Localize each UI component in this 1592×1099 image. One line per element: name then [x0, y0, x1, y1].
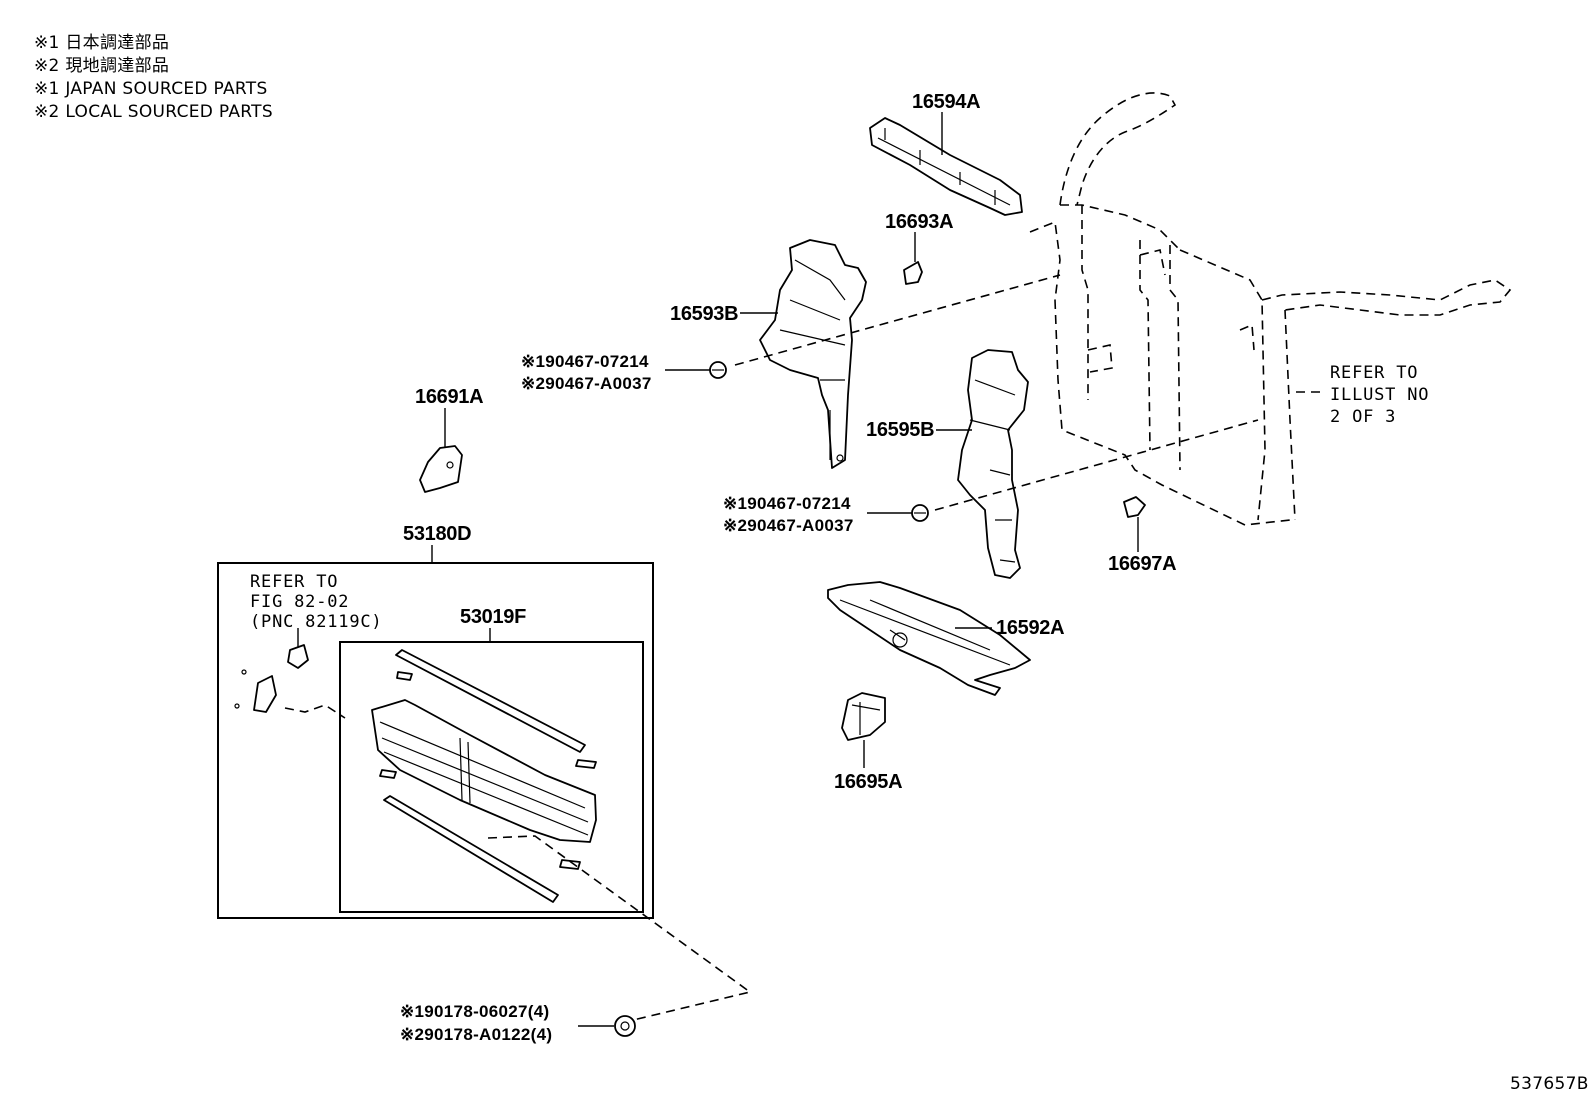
nut-leader — [487, 835, 752, 1023]
part-16593B-side-guide: 16593B — [670, 239, 867, 469]
part-16594A-upper-guide: 16594A — [869, 91, 1023, 216]
label-53180D: 53180D — [403, 523, 471, 545]
label-16695A: 16695A — [834, 771, 902, 793]
grille-leader — [284, 704, 346, 719]
refer-illust-line-3: 2 OF 3 — [1330, 407, 1396, 427]
legend-line-1: ※1 日本調達部品 — [34, 33, 169, 53]
label-16592A: 16592A — [996, 617, 1064, 639]
refer-fig-note: REFER TO FIG 82-02 (PNC 82119C) — [250, 572, 382, 632]
label-16693A: 16693A — [885, 211, 953, 233]
refer-illust-line-1: REFER TO — [1330, 363, 1418, 383]
fastener-bottom-1: ※190178-06027(4) — [400, 1002, 549, 1021]
label-16595B: 16595B — [866, 419, 934, 441]
part-16691A-bracket: 16691A — [415, 386, 484, 493]
screw-leader-upper — [734, 274, 1061, 366]
emblem-clip — [234, 644, 309, 713]
refer-illust-line-2: ILLUST NO — [1330, 385, 1429, 405]
part-16695A-bracket: 16695A — [834, 692, 903, 793]
legend-line-2: ※2 現地調達部品 — [34, 56, 169, 76]
screw-leader-lower — [934, 419, 1259, 511]
part-16592A-lower-guide: 16592A — [827, 581, 1065, 696]
figure-id: 537657B — [1510, 1074, 1589, 1094]
screw-lower-icon: ※190467-07214 ※290467-A0037 — [723, 494, 929, 535]
refer-fig-line-3: (PNC 82119C) — [250, 612, 382, 632]
legend: ※1 日本調達部品 ※2 現地調達部品 ※1 JAPAN SOURCED PAR… — [34, 33, 273, 122]
part-16595B-side-guide: 16595B — [866, 349, 1029, 579]
legend-line-4: ※2 LOCAL SOURCED PARTS — [34, 102, 273, 122]
part-16697A-clip: 16697A — [1108, 496, 1177, 575]
refer-illust-note: REFER TO ILLUST NO 2 OF 3 — [1330, 363, 1429, 427]
refer-fig-line-1: REFER TO — [250, 572, 338, 592]
label-16691A: 16691A — [415, 386, 483, 408]
radiator-support-frame — [1029, 92, 1512, 526]
part-53019F-shutter — [371, 649, 597, 903]
legend-line-3: ※1 JAPAN SOURCED PARTS — [34, 79, 268, 99]
nut-icon: ※190178-06027(4) ※290178-A0122(4) — [400, 1002, 636, 1044]
label-16697A: 16697A — [1108, 553, 1176, 575]
assembly-53019F-box — [339, 641, 644, 913]
label-16593B: 16593B — [670, 303, 738, 325]
label-53019F: 53019F — [460, 606, 526, 628]
assembly-53180D-box — [217, 562, 654, 919]
screw-upper-icon: ※190467-07214 ※290467-A0037 — [521, 352, 727, 393]
part-16693A-clip: 16693A — [885, 211, 954, 285]
fastener-upper-1: ※190467-07214 — [521, 352, 649, 371]
label-16594A: 16594A — [912, 91, 980, 113]
fastener-lower-2: ※290467-A0037 — [723, 516, 854, 535]
fastener-upper-2: ※290467-A0037 — [521, 374, 652, 393]
refer-fig-line-2: FIG 82-02 — [250, 592, 349, 612]
fastener-bottom-2: ※290178-A0122(4) — [400, 1025, 552, 1044]
fastener-lower-1: ※190467-07214 — [723, 494, 851, 513]
